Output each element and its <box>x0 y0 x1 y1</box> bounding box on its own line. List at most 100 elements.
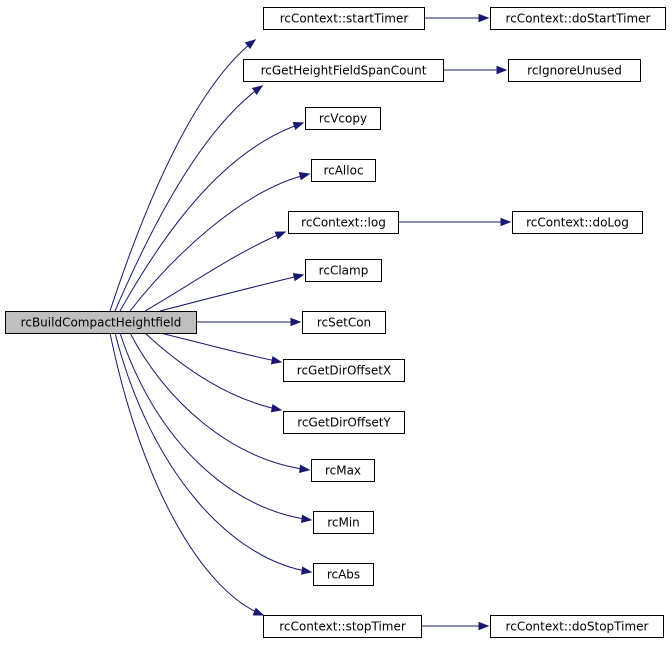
arrow-head <box>290 317 302 327</box>
node-box <box>311 459 375 482</box>
node-box <box>512 211 643 234</box>
node-box <box>263 615 422 638</box>
node-label: rcAlloc <box>323 164 363 178</box>
arrow-head <box>478 621 490 631</box>
arrow-head <box>274 231 287 240</box>
node-box <box>5 311 197 334</box>
node-label: rcContext::doStopTimer <box>506 620 649 634</box>
edge-layer <box>109 13 512 631</box>
node-label: rcBuildCompactHeightfield <box>21 316 182 330</box>
node-box <box>313 511 374 534</box>
node-stopTimer[interactable]: rcContext::stopTimer <box>263 615 422 638</box>
node-box <box>243 59 444 82</box>
node-log[interactable]: rcContext::log <box>288 211 399 234</box>
node-box <box>283 359 405 382</box>
edge-line <box>129 173 310 312</box>
node-doStopTimer[interactable]: rcContext::doStopTimer <box>490 615 664 638</box>
edge-root-to-dirOffsetY <box>144 332 283 413</box>
edge-line <box>109 39 256 312</box>
arrow-head <box>299 464 311 474</box>
edge-line <box>159 274 304 312</box>
node-box <box>508 59 641 82</box>
node-box <box>490 615 664 638</box>
edge-line <box>119 122 304 312</box>
node-box <box>302 311 386 334</box>
node-label: rcGetDirOffsetY <box>297 416 391 430</box>
node-root: rcBuildCompactHeightfield <box>5 311 197 334</box>
node-label: rcClamp <box>319 264 369 278</box>
node-label: rcMin <box>327 516 360 530</box>
node-doLog[interactable]: rcContext::doLog <box>512 211 643 234</box>
arrow-head <box>252 607 265 616</box>
arrow-head <box>244 39 257 50</box>
node-label: rcContext::doStartTimer <box>506 12 651 26</box>
edge-root-to-stopTimer <box>109 332 265 616</box>
node-label: rcVcopy <box>319 112 367 126</box>
edge-root-to-abs <box>114 332 313 575</box>
node-box <box>305 107 381 130</box>
node-label: rcAbs <box>327 568 360 582</box>
edge-root-to-startTimer <box>109 39 257 312</box>
node-ignoreUnused[interactable]: rcIgnoreUnused <box>508 59 641 82</box>
node-box <box>283 411 405 434</box>
node-doStartTimer[interactable]: rcContext::doStartTimer <box>490 7 666 30</box>
edge-startTimer-to-doStartTimer <box>424 13 490 23</box>
arrow-head <box>301 514 313 524</box>
edge-log-to-doLog <box>398 217 512 227</box>
arrow-head <box>298 172 311 181</box>
edge-root-to-clamp <box>159 273 305 312</box>
edge-root-to-max <box>129 332 311 474</box>
arrow-head <box>496 65 508 75</box>
node-box <box>288 211 399 234</box>
edge-line <box>119 332 312 521</box>
edge-root-to-alloc <box>129 172 311 312</box>
edge-root-to-min <box>119 332 313 524</box>
node-label: rcGetDirOffsetX <box>297 364 391 378</box>
edge-root-to-setCon <box>196 317 302 327</box>
node-startTimer[interactable]: rcContext::startTimer <box>263 7 425 30</box>
node-box <box>305 259 382 282</box>
node-vcopy[interactable]: rcVcopy <box>305 107 381 130</box>
node-layer: rcBuildCompactHeightfield rcContext::star… <box>5 7 666 638</box>
node-label: rcGetHeightFieldSpanCount <box>261 64 427 78</box>
edge-root-to-dirOffsetX <box>159 332 283 365</box>
node-label: rcContext::stopTimer <box>279 620 406 634</box>
arrow-head <box>300 566 313 575</box>
node-label: rcContext::log <box>301 216 386 230</box>
node-label: rcSetCon <box>317 316 371 330</box>
node-abs[interactable]: rcAbs <box>313 563 374 586</box>
edge-getHFSpanCount-to-ignoreUnused <box>443 65 508 75</box>
node-getHFSpanCount[interactable]: rcGetHeightFieldSpanCount <box>243 59 444 82</box>
arrow-head <box>478 13 490 23</box>
arrow-head <box>270 404 283 413</box>
node-max[interactable]: rcMax <box>311 459 375 482</box>
node-setCon[interactable]: rcSetCon <box>302 311 386 334</box>
arrow-head <box>270 356 283 365</box>
node-label: rcIgnoreUnused <box>527 64 622 78</box>
node-label: rcContext::startTimer <box>280 12 409 26</box>
edge-line <box>159 332 282 363</box>
node-clamp[interactable]: rcClamp <box>305 259 382 282</box>
arrow-head <box>292 121 305 130</box>
edge-line <box>144 332 282 411</box>
node-alloc[interactable]: rcAlloc <box>311 159 376 182</box>
edge-root-to-log <box>144 231 287 312</box>
arrow-head <box>251 85 264 95</box>
edge-line <box>114 332 312 573</box>
node-min[interactable]: rcMin <box>313 511 374 534</box>
arrow-head <box>292 273 305 282</box>
edge-stopTimer-to-doStopTimer <box>421 621 490 631</box>
node-label: rcMax <box>325 464 361 478</box>
node-box <box>263 7 425 30</box>
node-label: rcContext::doLog <box>526 216 629 230</box>
edge-root-to-getHFSpanCount <box>114 85 264 312</box>
node-box <box>313 563 374 586</box>
edge-root-to-vcopy <box>119 121 305 312</box>
edge-line <box>144 231 286 312</box>
node-box <box>490 7 666 30</box>
arrow-head <box>500 217 512 227</box>
edge-line <box>109 332 264 616</box>
node-dirOffsetY[interactable]: rcGetDirOffsetY <box>283 411 405 434</box>
node-dirOffsetX[interactable]: rcGetDirOffsetX <box>283 359 405 382</box>
